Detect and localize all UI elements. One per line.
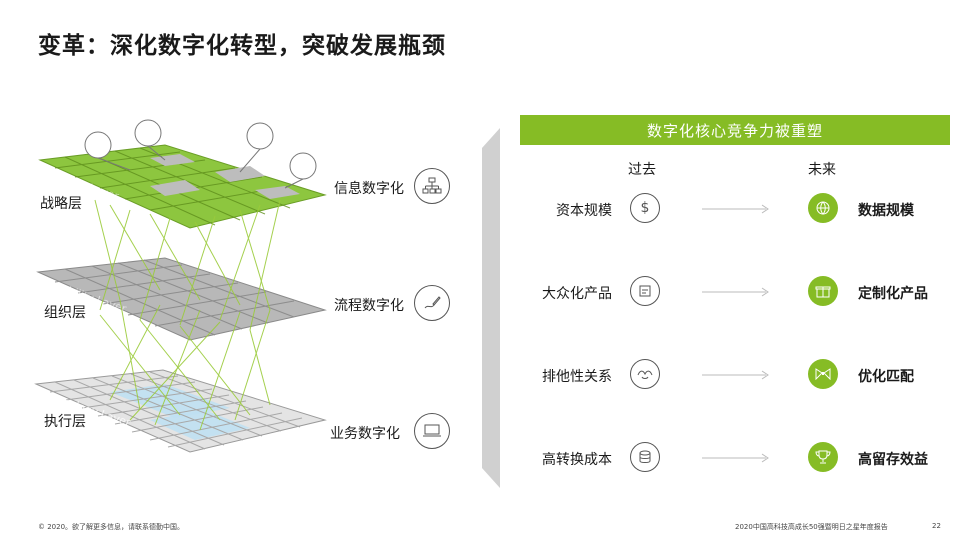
future-item-data-scale: 数据规模 — [858, 203, 914, 219]
past-item-high-switching-cost: 高转换成本 — [542, 452, 612, 468]
layer-diagram-svg: Strategy Layer Capability Layer Technolo… — [34, 119, 327, 453]
future-item-high-retention: 高留存效益 — [858, 452, 928, 468]
strategy-layer-label: 战略层 — [40, 196, 82, 212]
core-competitiveness-panel: 数字化核心竞争力被重塑 过去 未来 资本规模 $ 数据规模 大众化产品 定制化产… — [520, 115, 950, 505]
arrow-right-icon — [702, 287, 769, 297]
panel-banner: 数字化核心竞争力被重塑 — [520, 115, 950, 145]
layer-connections — [94, 199, 281, 431]
layer-diagram: Strategy Layer Capability Layer Technolo… — [0, 0, 480, 551]
footer-copyright: © 2020。欲了解更多信息，请联系德勤中国。 — [38, 523, 185, 531]
past-item-exclusive-relationship: 排他性关系 — [542, 369, 612, 385]
future-header: 未来 — [808, 162, 836, 178]
arrow-right-icon — [702, 204, 769, 214]
capability-business-digitalization: 业务数字化 — [330, 426, 400, 442]
section-divider — [482, 128, 500, 488]
bow-tie-icon — [808, 359, 838, 389]
page-title: 变革：深化数字化转型，突破发展瓶颈 — [38, 33, 446, 59]
capability-info-digitalization: 信息数字化 — [334, 181, 404, 197]
footer-report-name: 2020中国高科技高成长50强暨明日之星年度报告 — [735, 523, 888, 531]
execution-layer-label: 执行层 — [44, 414, 86, 430]
past-item-mass-product: 大众化产品 — [542, 286, 612, 302]
past-header: 过去 — [628, 162, 656, 178]
arrow-right-icon — [702, 370, 769, 380]
future-item-custom-product: 定制化产品 — [858, 286, 928, 302]
future-item-optimized-matching: 优化匹配 — [858, 369, 914, 385]
arrow-right-icon — [702, 453, 769, 463]
pen-stroke-icon — [414, 285, 450, 321]
trophy-icon — [808, 442, 838, 472]
laptop-icon — [414, 413, 450, 449]
past-item-capital-scale: 资本规模 — [556, 203, 612, 219]
coins-icon — [630, 442, 660, 472]
product-box-icon — [630, 276, 660, 306]
handshake-icon — [630, 359, 660, 389]
organization-layer-label: 组织层 — [44, 305, 86, 321]
page-number: 22 — [932, 522, 941, 530]
capability-process-digitalization: 流程数字化 — [334, 298, 404, 314]
dollar-icon: $ — [630, 193, 660, 223]
org-chart-icon — [414, 168, 450, 204]
gift-icon — [808, 276, 838, 306]
globe-data-icon — [808, 193, 838, 223]
